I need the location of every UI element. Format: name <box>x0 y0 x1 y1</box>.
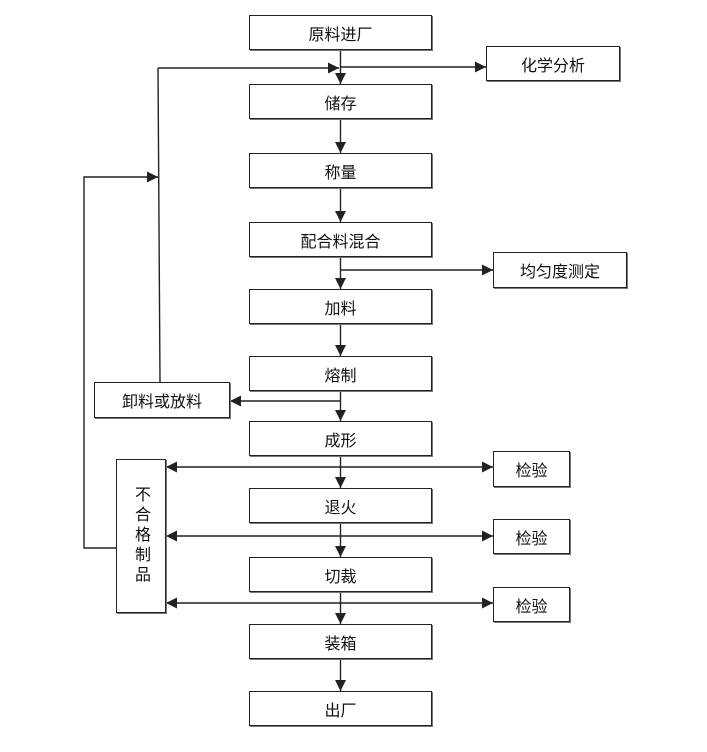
rejects-label: 不合格制品 <box>132 486 151 586</box>
inspection-box-2: 检验 <box>493 519 570 554</box>
uniformity-test-box: 均匀度测定 <box>493 252 627 288</box>
chemical-analysis-box: 化学分析 <box>486 46 620 81</box>
step-weighing: 称量 <box>249 153 432 188</box>
inspection-box-1: 检验 <box>493 451 570 487</box>
rejects-box: 不合格制品 <box>116 459 166 613</box>
rejects-recycle-loop <box>83 171 158 549</box>
step-annealing: 退火 <box>249 488 432 523</box>
step-shipping: 出厂 <box>249 691 432 726</box>
step-cutting: 切裁 <box>249 557 432 592</box>
feedback-unloading-up <box>157 67 161 383</box>
step-forming: 成形 <box>249 421 432 456</box>
step-packing: 装箱 <box>249 624 432 659</box>
step-batch-mixing: 配合料混合 <box>249 222 432 257</box>
unloading-box: 卸料或放料 <box>94 382 230 418</box>
step-feeding: 加料 <box>249 289 432 324</box>
step-storage: 储存 <box>249 84 432 119</box>
step-melting: 熔制 <box>249 356 432 391</box>
step-raw-material-in: 原料进厂 <box>249 15 432 50</box>
inspection-box-3: 检验 <box>493 587 570 622</box>
